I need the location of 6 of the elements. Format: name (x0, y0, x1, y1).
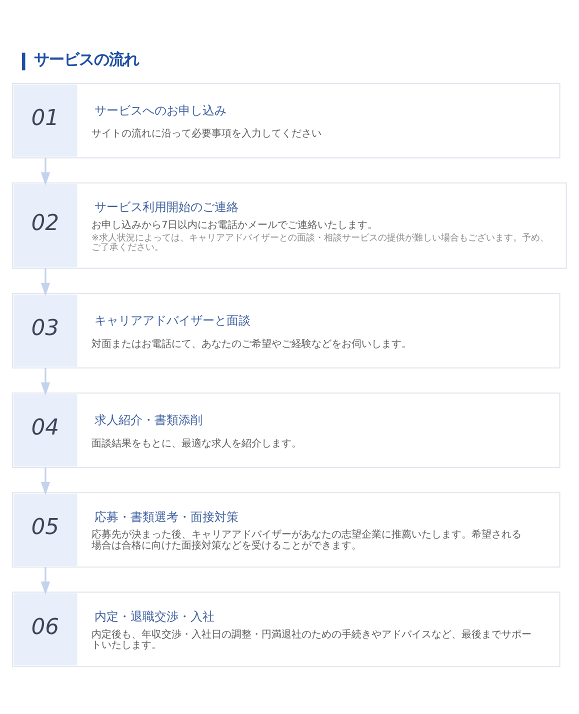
arrow (40, 466, 50, 495)
arrow (40, 367, 50, 396)
arrow (40, 566, 50, 594)
arrow (40, 157, 50, 185)
arrow (40, 268, 50, 296)
diagram-title: サービスの流れ (34, 50, 139, 68)
